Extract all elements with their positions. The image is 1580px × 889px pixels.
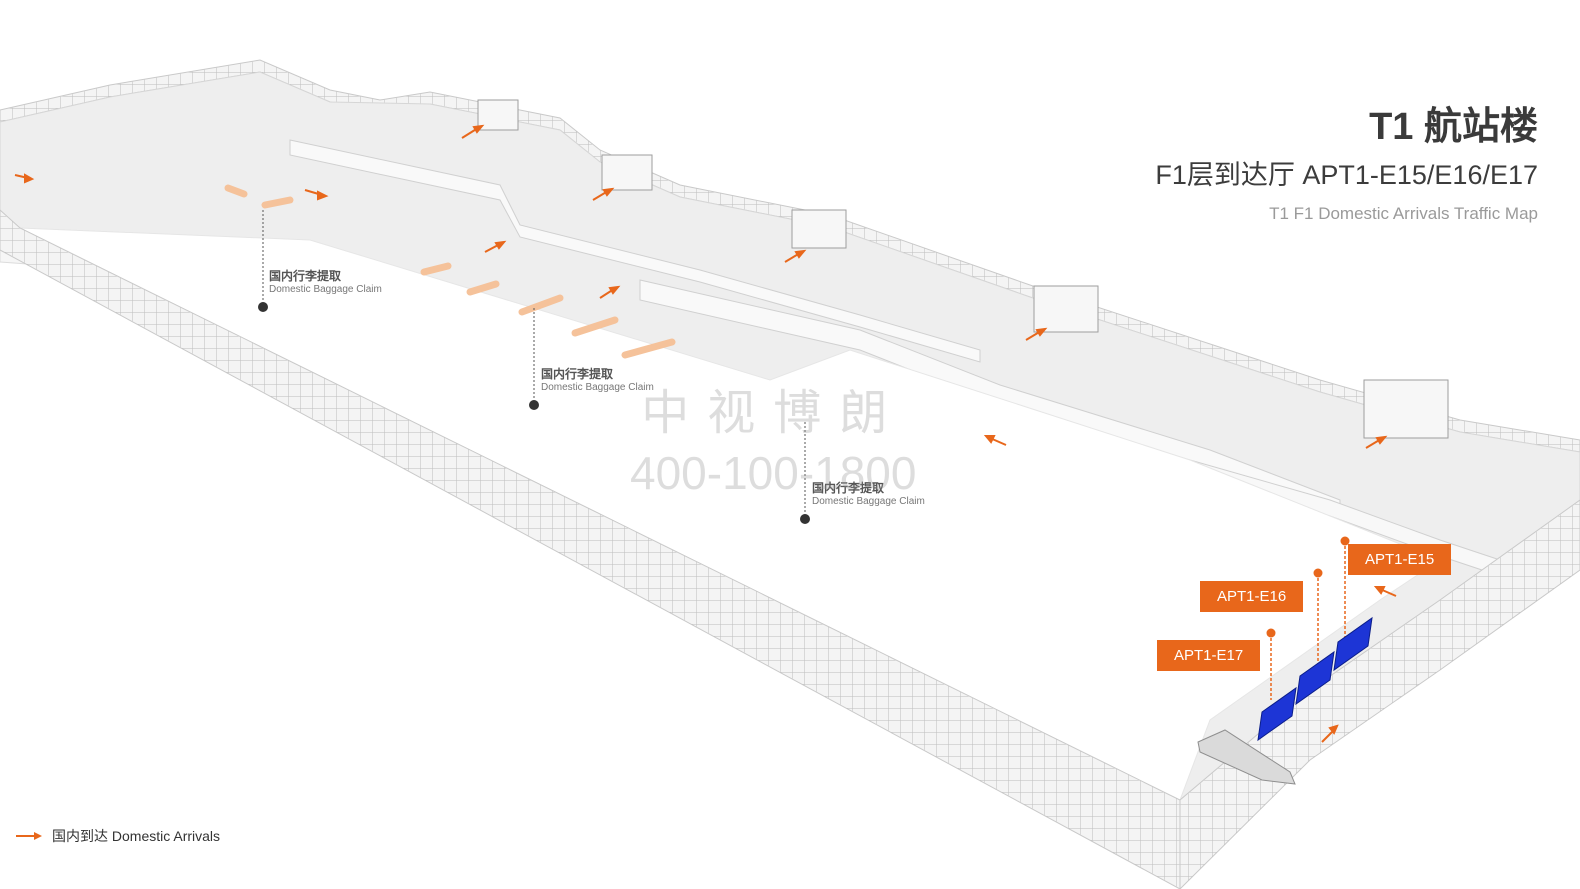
baggage-claim-label-1: 国内行李提取 Domestic Baggage Claim (269, 269, 382, 296)
baggage-claim-hall (19, 227, 1442, 801)
claim-label-zh: 国内行李提取 (812, 481, 885, 495)
exit-gate-kiosks (477, 99, 1449, 439)
legend-label: 国内到达 Domestic Arrivals (52, 828, 221, 844)
orange-arrow-icon (16, 832, 42, 840)
ad-spot-leaders (1270, 541, 1346, 700)
ad-tag-e15[interactable]: APT1-E15 (1348, 544, 1452, 575)
claim-label-en: Domestic Baggage Claim (269, 284, 382, 295)
east-glass-wall (1179, 499, 1580, 889)
ad-pin-e15 (1340, 536, 1350, 546)
ad-screen-e17[interactable] (1257, 686, 1297, 742)
claim-label-en: Domestic Baggage Claim (812, 496, 925, 507)
traffic-arrows (14, 124, 1397, 743)
escalator (1197, 729, 1296, 785)
baggage-carousels (224, 184, 676, 359)
page-subtitle: F1层到达厅 APT1-E15/E16/E17 (1155, 160, 1538, 190)
ad-pin-e17 (1266, 628, 1276, 638)
title-block: T1 航站楼 F1层到达厅 APT1-E15/E16/E17 T1 F1 Dom… (1155, 104, 1538, 226)
ad-tag-e16[interactable]: APT1-E16 (1200, 581, 1304, 612)
claim-label-zh: 国内行李提取 (269, 269, 342, 283)
ad-screen-e15[interactable] (1333, 616, 1373, 672)
claim-pin-1 (258, 302, 268, 312)
page-title: T1 航站楼 (1369, 106, 1538, 148)
claim-pin-3 (800, 514, 810, 524)
claim-label-en: Domestic Baggage Claim (541, 382, 654, 393)
claim-pin-2 (529, 400, 539, 410)
ad-tag-e17[interactable]: APT1-E17 (1157, 640, 1261, 671)
baggage-claim-label-3: 国内行李提取 Domestic Baggage Claim (812, 481, 925, 508)
page-title-english: T1 F1 Domestic Arrivals Traffic Map (1269, 204, 1538, 223)
central-partition-wall (289, 139, 981, 363)
ad-pin-e16 (1313, 568, 1323, 578)
ad-screen-e16[interactable] (1295, 650, 1335, 706)
claim-label-zh: 国内行李提取 (541, 367, 614, 381)
baggage-claim-label-2: 国内行李提取 Domestic Baggage Claim (541, 367, 654, 394)
legend: 国内到达 Domestic Arrivals (16, 826, 220, 846)
